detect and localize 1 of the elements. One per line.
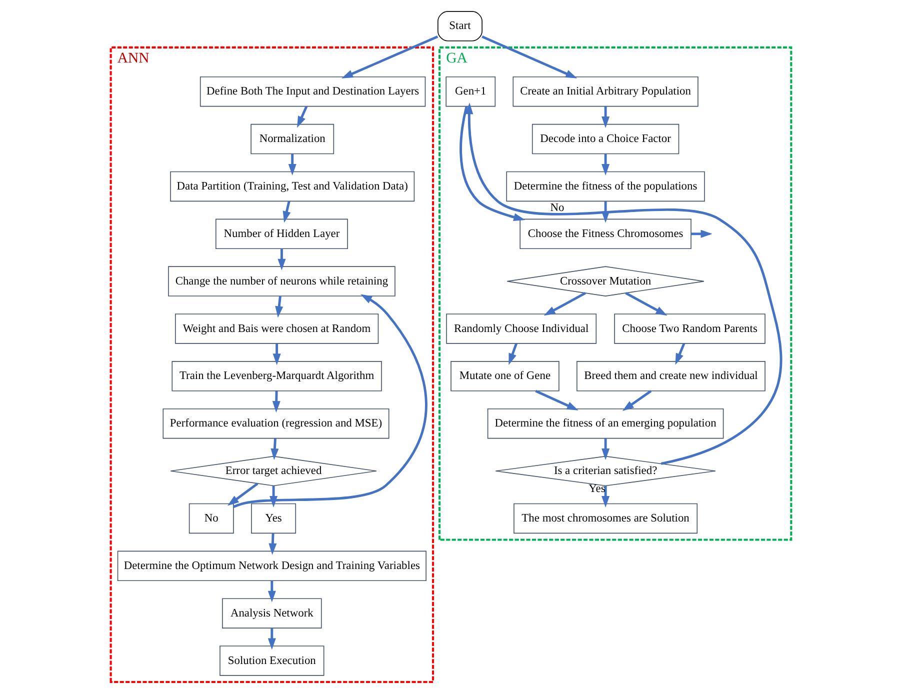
edge-label: No — [550, 202, 564, 214]
